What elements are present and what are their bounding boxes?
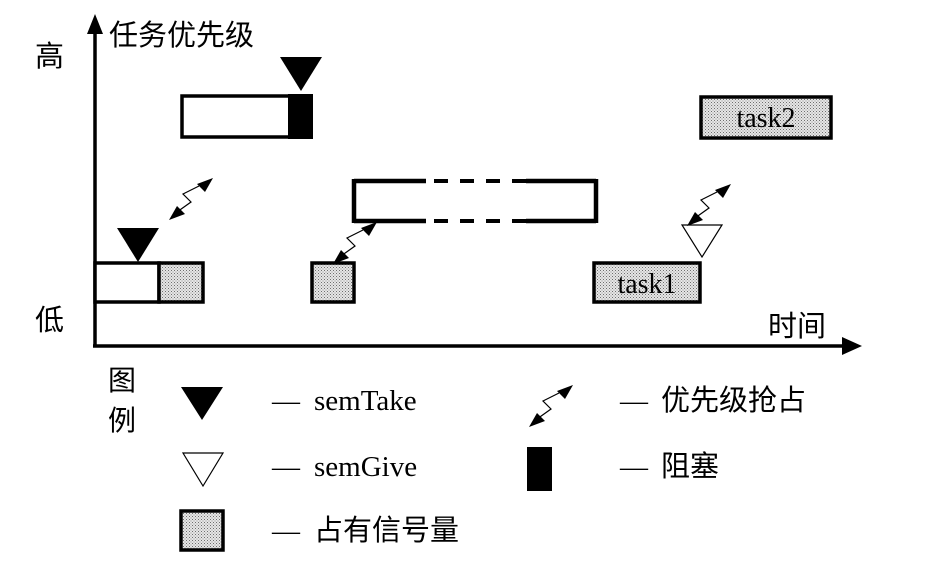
y-axis-arrow-icon: [87, 14, 103, 34]
preemption-arrow-3-icon: [686, 183, 732, 227]
legend-title-line2: 例: [108, 404, 136, 437]
y-axis-high-label: 高: [35, 39, 64, 73]
legend-item-priority-preemption: — 优先级抢占: [528, 383, 806, 428]
high-task-blocked-bar: [288, 94, 313, 139]
legend-label-semtake: semTake: [314, 385, 417, 417]
legend-item-block: — 阻塞: [527, 447, 719, 491]
low-task-resumed-semaphore-held: [310, 261, 356, 304]
legend-label-priority-preemption: 优先级抢占: [661, 383, 806, 417]
hollow-down-triangle-icon: [181, 452, 225, 488]
high-task-running-segment: [180, 94, 313, 139]
x-axis: [93, 337, 862, 355]
preemption-arrow-2-icon: [332, 221, 378, 265]
legend-dash: —: [619, 386, 649, 417]
legend-dash: —: [271, 386, 301, 417]
legend-item-semgive: — semGive: [181, 451, 417, 488]
priority-preemption-icon: [528, 384, 574, 428]
legend-label-block: 阻塞: [661, 449, 719, 483]
block-bar-icon: [527, 447, 552, 491]
medium-task-segment: [351, 178, 599, 224]
task1-segment: task1: [592, 261, 702, 304]
y-axis-title: 任务优先级: [109, 18, 254, 52]
legend-title-line1: 图: [108, 364, 136, 397]
preemption-arrow-1-icon: [168, 177, 214, 221]
legend-dash: —: [271, 452, 301, 483]
legend-item-semtake: — semTake: [181, 385, 417, 420]
task2-label: task2: [736, 103, 795, 134]
legend-dash: —: [271, 516, 301, 547]
task2-segment: task2: [699, 95, 833, 140]
low-task-initial-segment: [93, 261, 205, 304]
x-axis-arrow-icon: [842, 337, 862, 355]
y-axis-low-label: 低: [35, 303, 64, 337]
legend-label-semaphore-held: 占有信号量: [314, 513, 459, 547]
legend-dash: —: [619, 452, 649, 483]
filled-down-triangle-icon: [181, 387, 223, 420]
high-task-semtake-marker-icon: [280, 57, 322, 91]
legend: 图 例 — semTake — 优先级抢占 — semGive — 阻塞: [108, 364, 806, 552]
legend-item-semaphore-held: — 占有信号量: [179, 509, 459, 552]
task1-label: task1: [617, 269, 676, 300]
low-task-semaphore-held: [157, 261, 205, 304]
semaphore-held-icon: [179, 509, 225, 552]
legend-label-semgive: semGive: [314, 451, 417, 483]
low-task-semtake-marker-icon: [117, 228, 159, 262]
x-axis-title: 时间: [768, 309, 826, 343]
task1-semgive-marker-icon: [680, 224, 724, 259]
